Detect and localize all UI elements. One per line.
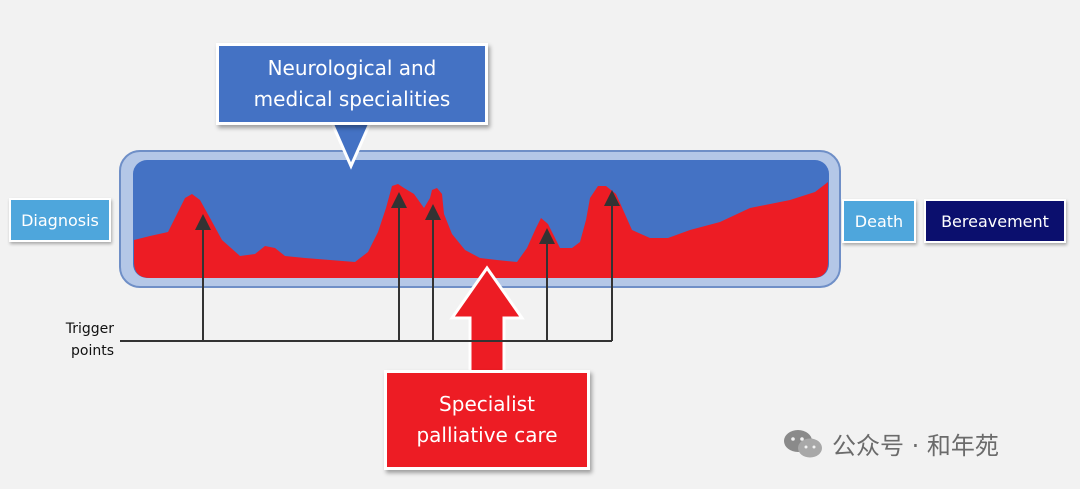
trigger-label-line-2: points: [71, 343, 114, 359]
diagnosis-box: Diagnosis: [9, 198, 111, 242]
palliative-care-area: [134, 182, 828, 278]
watermark-text: 公众号 · 和年苑: [832, 432, 999, 460]
death-box: Death: [842, 199, 916, 243]
wechat-icon: [784, 429, 822, 457]
neurological-label-line-2: medical specialities: [253, 87, 451, 111]
neurological-specialities-box: Neurological and medical specialities: [216, 43, 488, 125]
specialist-palliative-care-box: Specialist palliative care: [384, 370, 590, 470]
specialist-callout-arrow: [449, 265, 525, 374]
specialist-label-line-2: palliative care: [416, 423, 558, 447]
neurological-label-line-1: Neurological and: [267, 56, 437, 80]
specialist-label-line-1: Specialist: [439, 392, 535, 416]
trigger-label-line-1: Trigger: [65, 321, 114, 337]
watermark: 公众号 · 和年苑: [782, 426, 999, 461]
bereavement-box: Bereavement: [924, 199, 1066, 243]
trigger-points-label: Trigger points: [40, 318, 114, 362]
